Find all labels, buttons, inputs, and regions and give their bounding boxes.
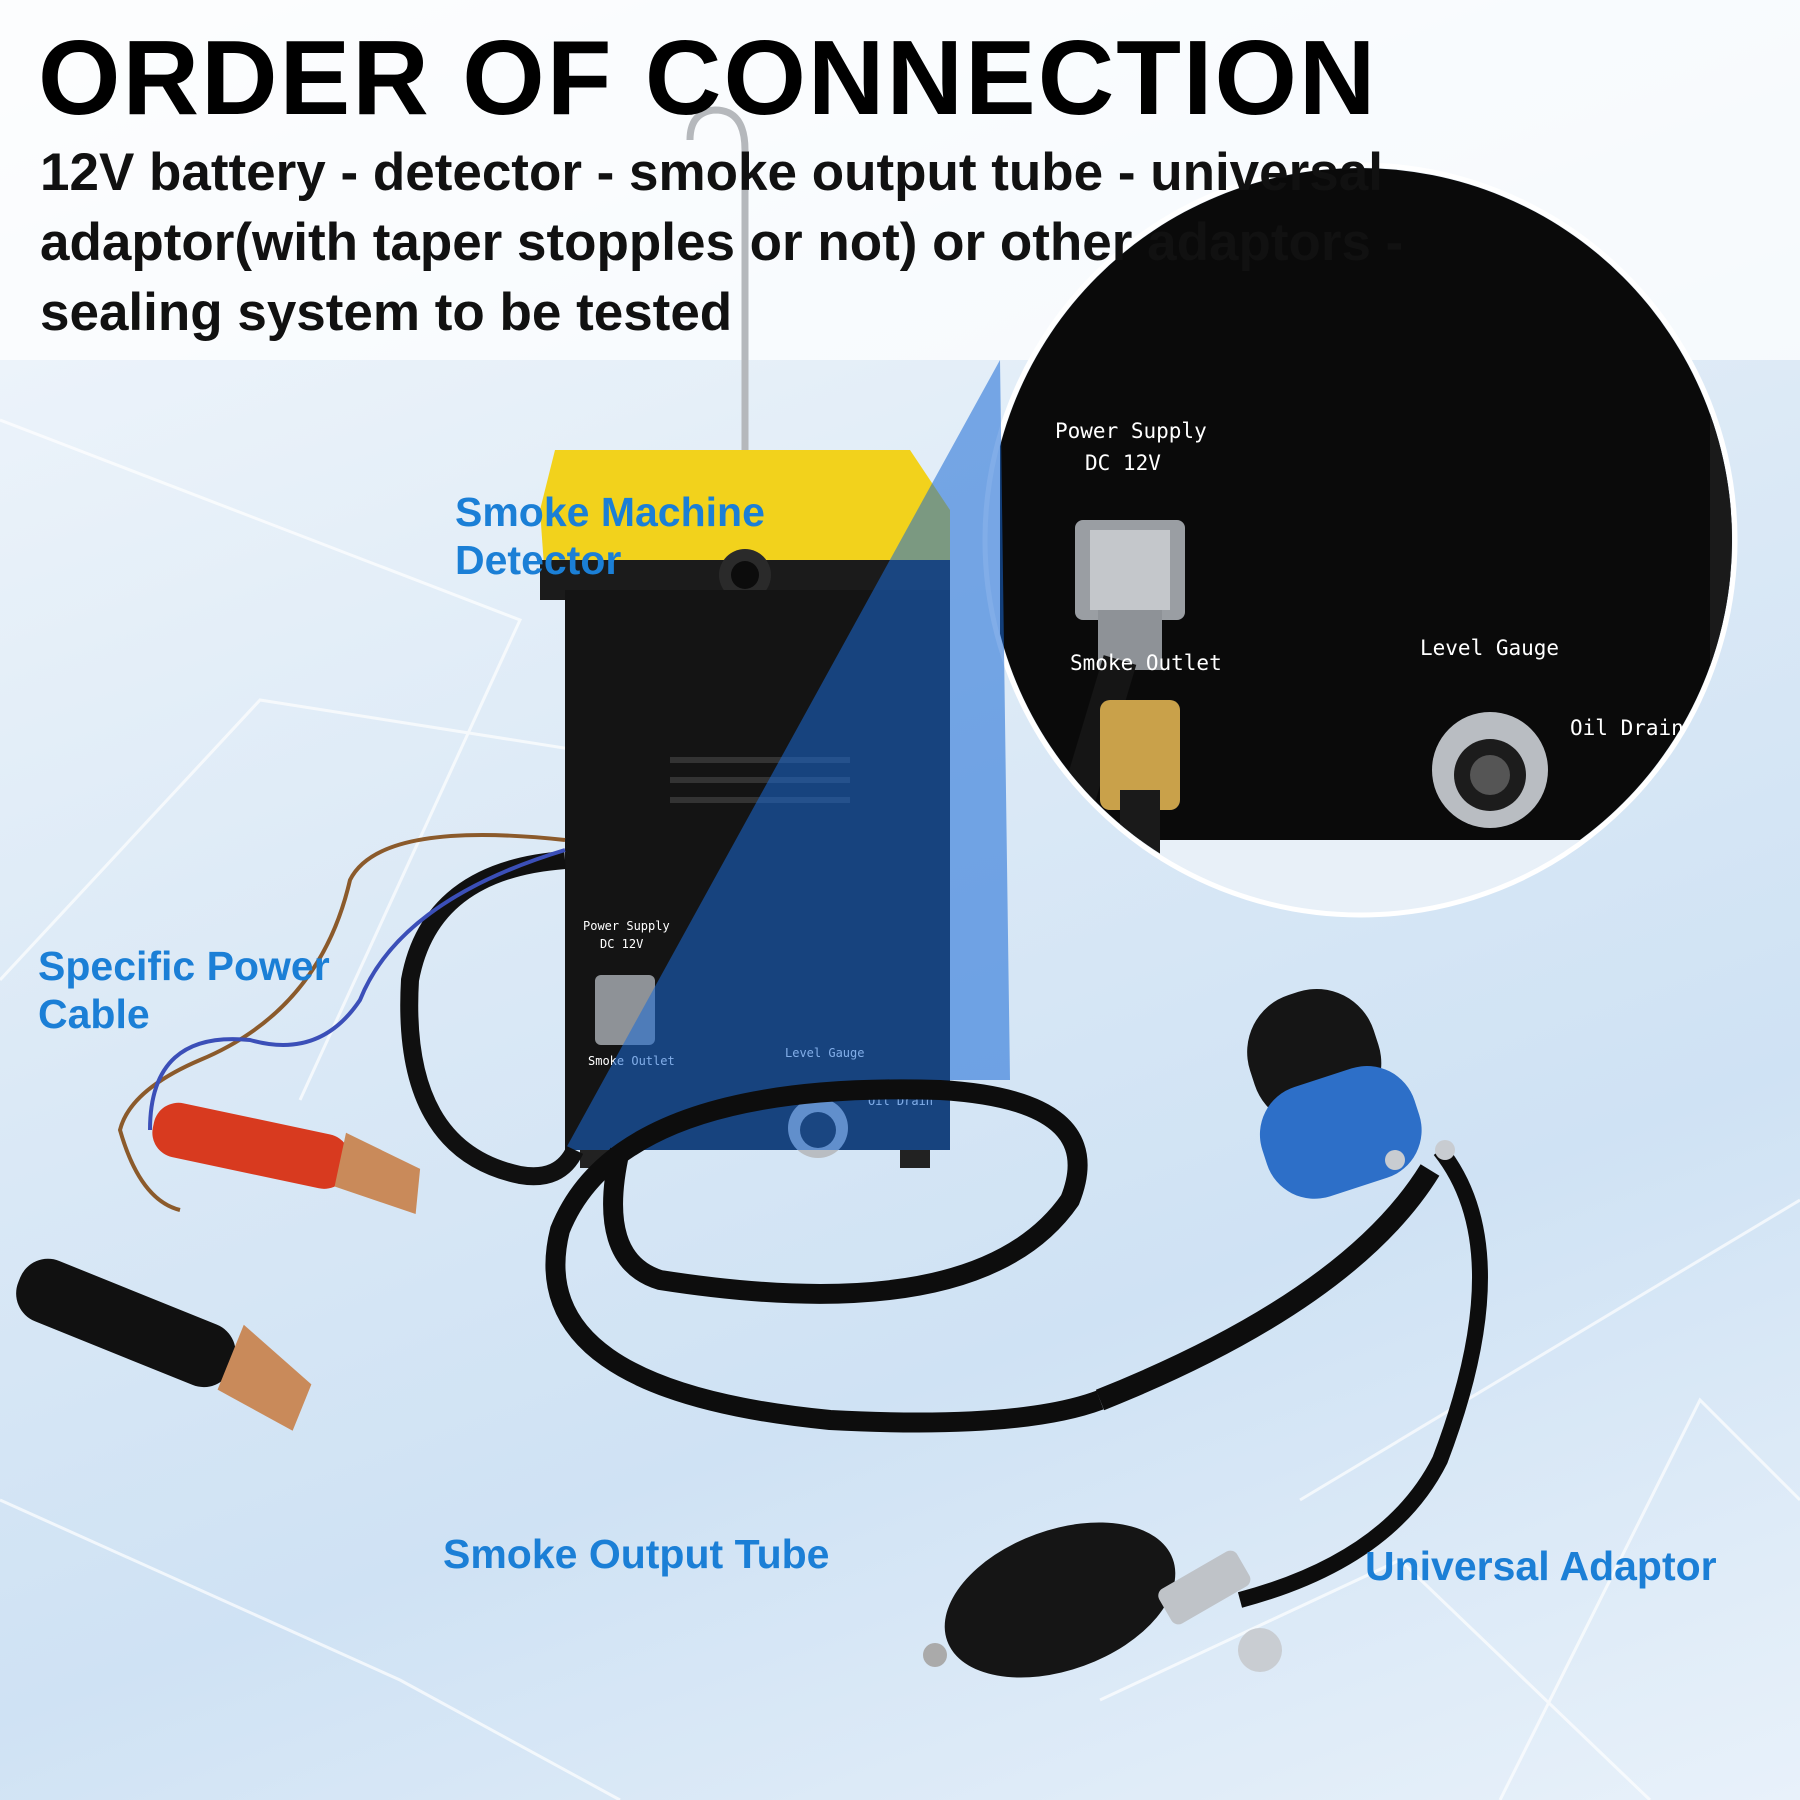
red-clamp	[152, 1102, 421, 1214]
panel-power-supply-label: Power Supply	[1055, 419, 1207, 443]
zoom-highlight	[565, 360, 1010, 1150]
label-universal-adaptor: Universal Adaptor	[1365, 1543, 1717, 1589]
page-title: ORDER OF CONNECTION	[38, 19, 1378, 137]
smoke-output-tube	[545, 1079, 1104, 1433]
hand-pump	[923, 1522, 1282, 1678]
label-specific-power-cable: Specific Power Cable	[38, 943, 330, 1037]
panel-level-gauge-label: Level Gauge	[1420, 636, 1559, 660]
power-cable	[400, 851, 584, 1186]
hook	[686, 106, 749, 470]
panel-smoke-outlet-label: Smoke Outlet	[1070, 651, 1222, 675]
body-dc-label: DC 12V	[600, 937, 643, 951]
universal-adaptor	[1247, 988, 1455, 1199]
body-power-supply-label: Power Supply	[583, 919, 670, 933]
label-smoke-machine-detector: Smoke Machine Detector	[455, 489, 765, 583]
label-smoke-output-tube: Smoke Output Tube	[443, 1531, 830, 1577]
black-clamp	[16, 1258, 312, 1431]
machine-top	[540, 450, 950, 580]
panel-dc-label: DC 12V	[1085, 451, 1161, 475]
connection-order-text: 12V battery - detector - smoke output tu…	[40, 143, 1404, 342]
panel-oil-drain-label: Oil Drain	[1570, 716, 1684, 740]
